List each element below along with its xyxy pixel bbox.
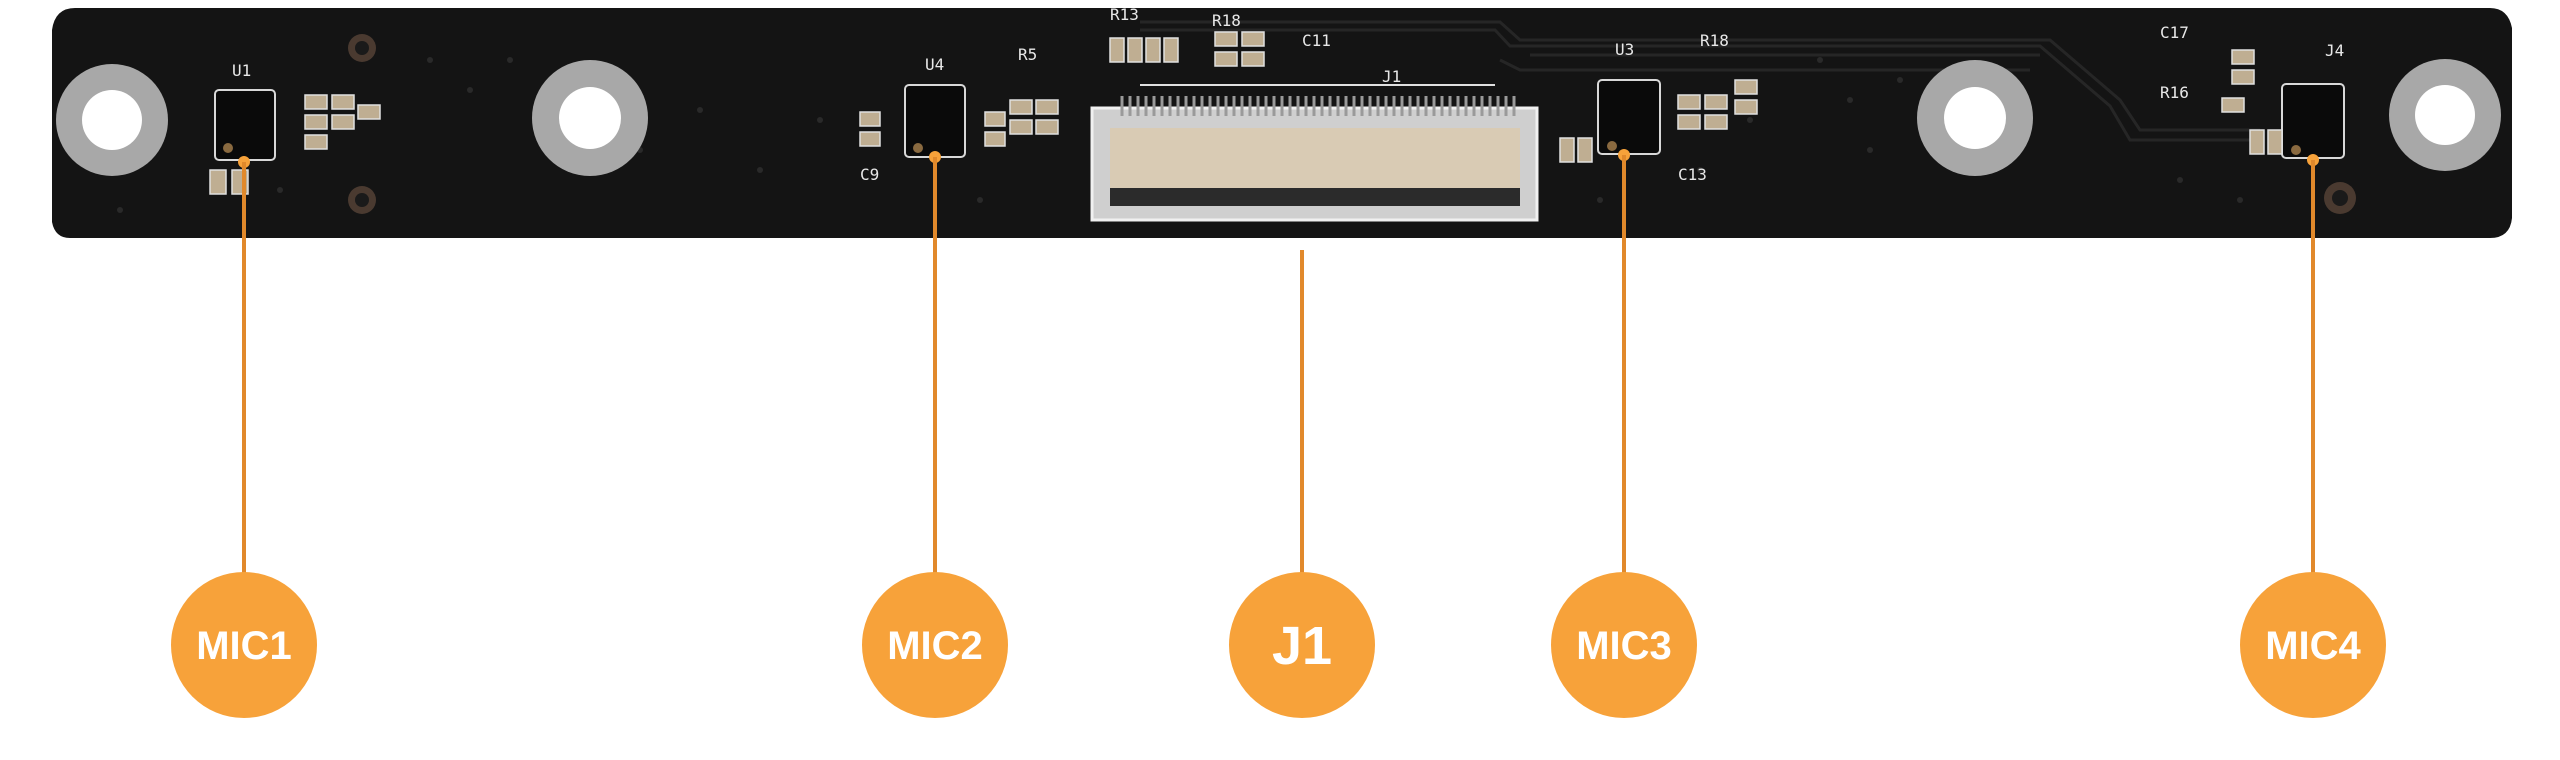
- mic-chip-j4: J4: [2281, 41, 2345, 159]
- callout-badge-mic1: [171, 572, 317, 718]
- silk-c17: C17: [2160, 23, 2189, 42]
- callout-mic4: MIC4: [2240, 154, 2386, 718]
- silk-c13: C13: [1678, 165, 1707, 184]
- callout-label-mic2: MIC2: [887, 624, 983, 668]
- pcb-traces: [1140, 20, 2260, 142]
- callout-label-j1: J1: [1272, 616, 1332, 676]
- silk-u3: U3: [1615, 40, 1634, 59]
- callout-label-mic4: MIC4: [2265, 624, 2361, 668]
- callouts: MIC1 MIC2 J1 MIC3 MIC4: [171, 149, 2386, 718]
- fpc-pins: [1120, 96, 1516, 116]
- mic-chip-u3: U3: [1597, 40, 1661, 155]
- callout-mic1: MIC1: [171, 156, 317, 718]
- smd-components: [209, 31, 2283, 195]
- silk-c11: C11: [1302, 31, 1331, 50]
- callout-mic2: MIC2: [862, 151, 1008, 718]
- silk-u4: U4: [925, 55, 944, 74]
- silk-r16: R16: [2160, 83, 2189, 102]
- silk-j1: J1: [1382, 67, 1401, 86]
- silk-r13: R13: [1110, 5, 1139, 24]
- callout-badge-j1: [1229, 572, 1375, 718]
- silk-u1: U1: [232, 61, 251, 80]
- silk-c9: C9: [860, 165, 879, 184]
- silk-r5: R5: [1018, 45, 1037, 64]
- mounting-holes: [56, 34, 2501, 214]
- silk-r18a: R18: [1212, 11, 1241, 30]
- pcb-vias: [117, 57, 2243, 213]
- silk-j4: J4: [2325, 41, 2344, 60]
- silkscreen-labels: R18 C11 R16 R18 C17 C13 R13 R5 C9 J1: [860, 5, 2189, 184]
- pcb-board: U1 U4 U3 J4: [52, 5, 2512, 238]
- callout-badge-mic2: [862, 572, 1008, 718]
- callout-j1: J1: [1229, 250, 1375, 718]
- silk-r18b: R18: [1700, 31, 1729, 50]
- fpc-connector-j1: [1090, 84, 1539, 222]
- callout-badge-mic4: [2240, 572, 2386, 718]
- callout-mic3: MIC3: [1551, 149, 1697, 718]
- callout-badge-mic3: [1551, 572, 1697, 718]
- callout-label-mic3: MIC3: [1576, 624, 1672, 668]
- mic-chip-u1: U1: [214, 61, 276, 161]
- callout-label-mic1: MIC1: [196, 624, 292, 668]
